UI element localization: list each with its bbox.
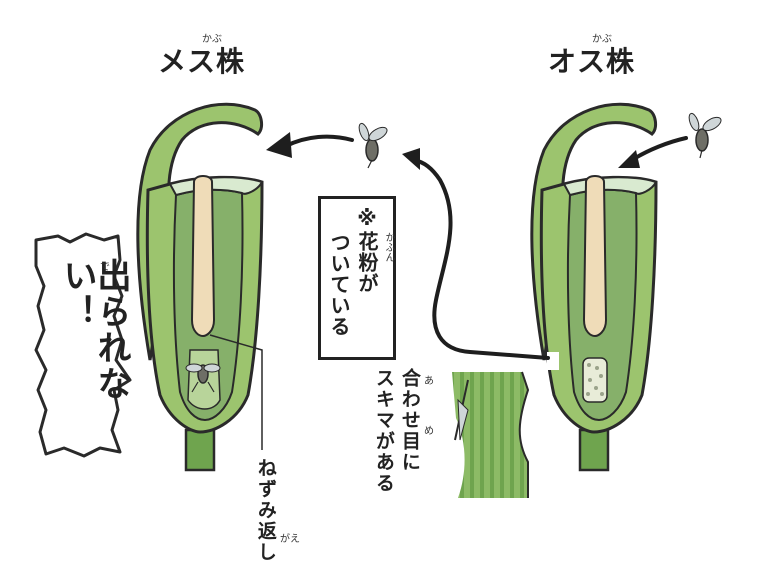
arrow-into-male xyxy=(630,136,688,162)
female-title: メス株 xyxy=(158,45,246,78)
bee-middle xyxy=(358,122,388,169)
female-spadix xyxy=(190,175,216,338)
male-title-ruby: かぶ xyxy=(592,34,612,45)
gap-ruby2: め xyxy=(424,426,434,437)
female-spathe-hood xyxy=(136,102,264,361)
pollen-dots xyxy=(586,363,604,396)
bee-right xyxy=(688,112,722,159)
female-stem xyxy=(184,428,216,472)
arrow-to-female-head xyxy=(266,132,292,158)
note-line1: ※花粉が xyxy=(355,206,379,294)
arrow-escape-head xyxy=(402,148,420,170)
shout-ruby: で xyxy=(100,262,110,273)
gap-ruby1: あ xyxy=(424,376,434,387)
female-title-ruby: かぶ xyxy=(202,34,222,45)
seam-gap xyxy=(547,352,559,370)
arrow-into-male-head xyxy=(618,150,640,168)
shout-bubble xyxy=(34,232,132,458)
nezumi-label: ねずみ返し xyxy=(254,458,277,563)
male-spadix xyxy=(582,175,608,338)
trapped-insect xyxy=(185,363,221,393)
male-plant xyxy=(530,102,658,472)
nezumi-pointer-line xyxy=(209,334,263,450)
male-stem xyxy=(578,428,610,472)
female-plant xyxy=(136,102,264,472)
note-ruby: かふん xyxy=(383,232,394,262)
gap-label-line2: スキマがある xyxy=(372,368,395,494)
arrow-escape xyxy=(412,158,550,360)
gap-label-line1: 合わせ目に xyxy=(398,368,421,473)
arrow-to-female xyxy=(284,134,354,148)
gap-closeup xyxy=(452,371,530,498)
male-spathe-hood xyxy=(530,102,658,361)
note-line2: ついている xyxy=(327,232,351,337)
note-box xyxy=(318,196,396,360)
male-stamens xyxy=(582,357,608,403)
male-title: オス株 xyxy=(548,45,636,78)
shout-text: 出られない！ xyxy=(57,258,131,402)
nezumi-ruby: がえ xyxy=(280,534,300,545)
flight-arrows xyxy=(266,132,688,360)
